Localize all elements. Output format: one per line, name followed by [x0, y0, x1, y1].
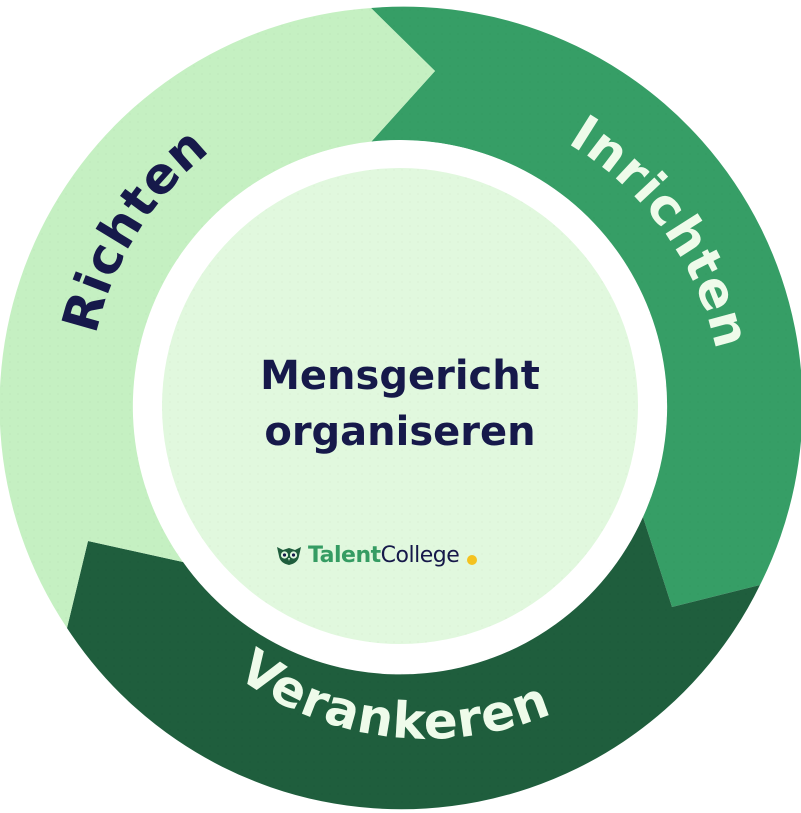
- brand-college: College: [380, 542, 460, 568]
- owl-icon: [277, 547, 301, 565]
- center-title-line-1: Mensgericht: [260, 353, 540, 399]
- talentcollege-logo: TalentCollege: [276, 538, 478, 572]
- brand-dot: [467, 555, 478, 565]
- center-title-line-2: organiseren: [264, 409, 536, 455]
- brand-name: TalentCollege: [308, 542, 460, 568]
- center-title: Mensgericht organiseren: [170, 348, 630, 460]
- brand-talent: Talent: [308, 542, 381, 568]
